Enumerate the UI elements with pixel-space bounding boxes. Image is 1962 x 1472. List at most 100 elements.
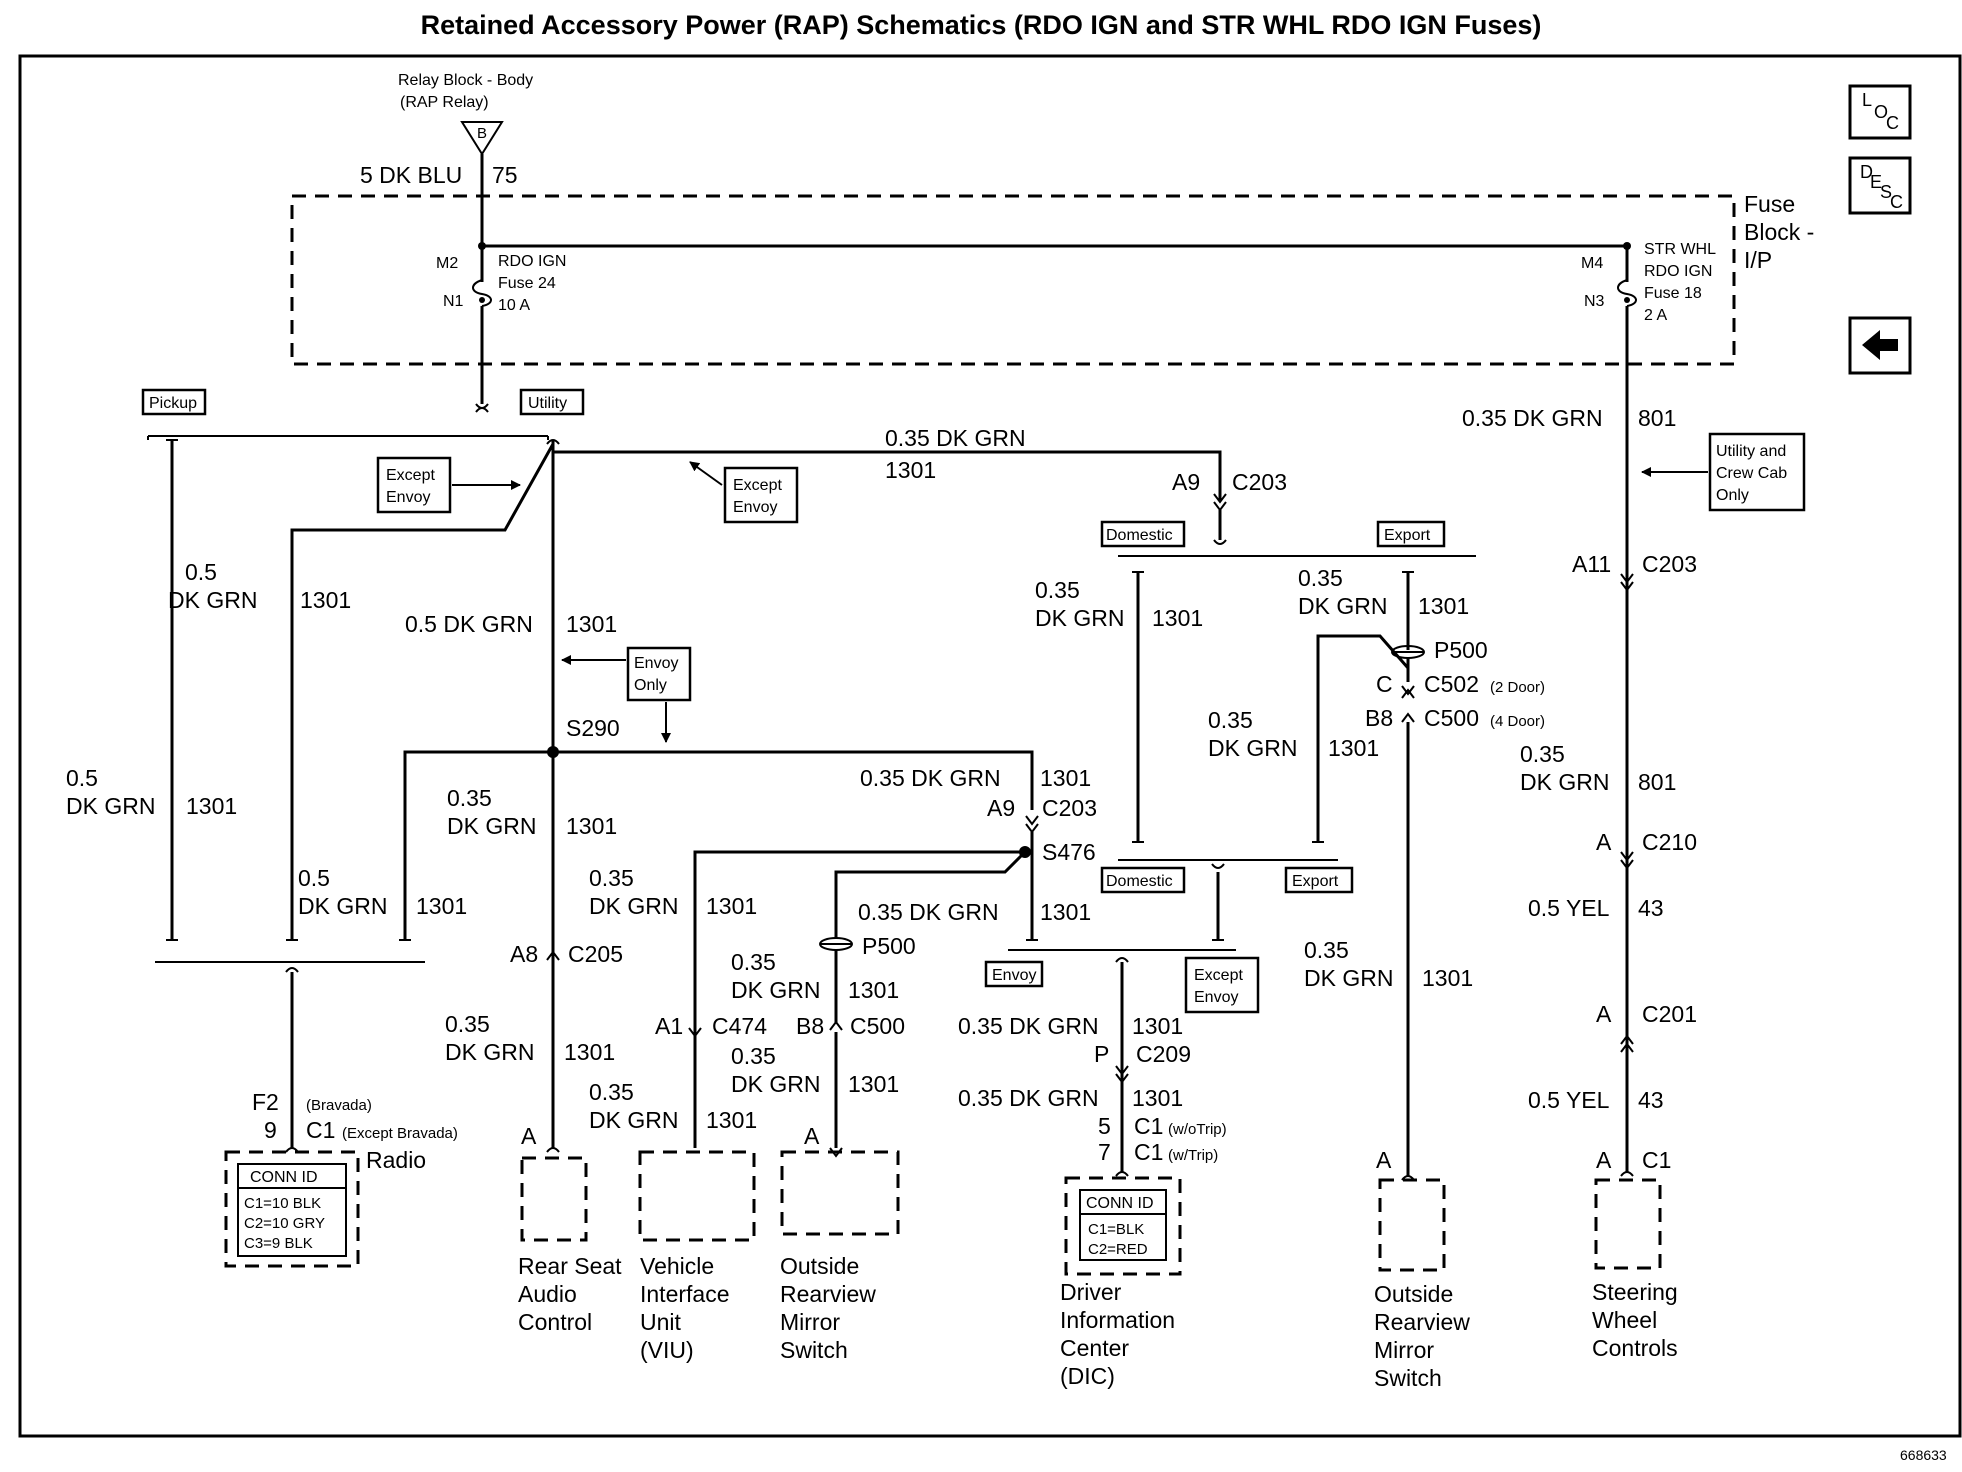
wire-mirror-left xyxy=(834,850,1027,938)
svg-text:C500: C500 xyxy=(850,1013,905,1039)
svg-text:A: A xyxy=(1376,1147,1392,1173)
svg-text:(VIU): (VIU) xyxy=(640,1337,694,1363)
svg-text:CONN ID: CONN ID xyxy=(1086,1195,1154,1212)
component-dic: CONN ID C1=BLK C2=RED Driver Information… xyxy=(1060,1176,1182,1389)
svg-text:Only: Only xyxy=(1716,487,1749,504)
svg-text:0.35: 0.35 xyxy=(447,785,492,811)
svg-text:C: C xyxy=(1886,113,1899,133)
svg-text:RDO IGN: RDO IGN xyxy=(1644,263,1712,280)
svg-text:DK GRN: DK GRN xyxy=(731,1071,820,1097)
svg-text:RDO IGN: RDO IGN xyxy=(498,253,566,270)
component-radio: CONN ID C1=10 BLK C2=10 GRY C3=9 BLK Rad… xyxy=(224,1147,426,1268)
conn-id-box xyxy=(237,1163,347,1257)
svg-text:DK GRN: DK GRN xyxy=(1520,769,1609,795)
option-export-bottom: Export xyxy=(1284,866,1354,894)
svg-text:1301: 1301 xyxy=(566,611,617,637)
svg-text:Fuse 18: Fuse 18 xyxy=(1644,285,1702,302)
svg-text:0.5 YEL: 0.5 YEL xyxy=(1528,1087,1610,1113)
svg-text:Fuse 24: Fuse 24 xyxy=(498,275,556,292)
conn-id-box xyxy=(1079,1189,1167,1261)
svg-text:7: 7 xyxy=(1098,1139,1111,1165)
svg-text:43: 43 xyxy=(1638,895,1664,921)
svg-text:Audio: Audio xyxy=(518,1281,577,1307)
svg-text:Switch: Switch xyxy=(780,1337,848,1363)
svg-text:Only: Only xyxy=(634,677,667,694)
svg-text:Utility and: Utility and xyxy=(1716,443,1786,460)
svg-text:0.35: 0.35 xyxy=(1520,741,1565,767)
svg-text:M2: M2 xyxy=(436,255,458,272)
svg-text:Vehicle: Vehicle xyxy=(640,1253,714,1279)
svg-text:0.35 DK GRN: 0.35 DK GRN xyxy=(1462,405,1603,431)
wire-s290-left xyxy=(403,750,553,940)
svg-text:1301: 1301 xyxy=(885,457,936,483)
svg-text:CONN ID: CONN ID xyxy=(250,1169,318,1186)
svg-text:C203: C203 xyxy=(1232,469,1287,495)
svg-text:C474: C474 xyxy=(712,1013,767,1039)
fuse-18: M4 N3 STR WHL RDO IGN Fuse 18 2 A xyxy=(1581,241,1716,324)
rap-relay-label: (RAP Relay) xyxy=(400,94,489,111)
diagram-border xyxy=(18,54,1962,1438)
svg-text:Information: Information xyxy=(1060,1307,1175,1333)
svg-text:1301: 1301 xyxy=(1328,735,1379,761)
svg-text:S476: S476 xyxy=(1042,839,1096,865)
component-mirror-switch-right: Outside Rearview Mirror Switch xyxy=(1374,1178,1470,1391)
svg-text:Controls: Controls xyxy=(1592,1335,1678,1361)
svg-text:C209: C209 xyxy=(1136,1041,1191,1067)
wire-viu xyxy=(693,850,1025,1148)
svg-text:Export: Export xyxy=(1292,873,1339,890)
option-envoy-only: Envoy Only xyxy=(626,646,692,702)
svg-text:0.35 DK GRN: 0.35 DK GRN xyxy=(860,765,1001,791)
svg-text:C1: C1 xyxy=(1642,1147,1671,1173)
page-title: Retained Accessory Power (RAP) Schematic… xyxy=(421,10,1542,40)
back-arrow-button[interactable] xyxy=(1848,316,1912,375)
svg-text:Steering: Steering xyxy=(1592,1279,1678,1305)
svg-text:DK GRN: DK GRN xyxy=(66,793,155,819)
desc-button[interactable]: D E S C xyxy=(1848,156,1912,215)
loc-button[interactable]: L O C xyxy=(1848,84,1912,140)
svg-text:0.35: 0.35 xyxy=(589,865,634,891)
svg-text:1301: 1301 xyxy=(1132,1013,1183,1039)
svg-text:0.35 DK GRN: 0.35 DK GRN xyxy=(885,425,1026,451)
svg-text:STR WHL: STR WHL xyxy=(1644,241,1716,258)
svg-text:N1: N1 xyxy=(443,293,464,310)
svg-text:0.35: 0.35 xyxy=(445,1011,490,1037)
svg-text:0.35: 0.35 xyxy=(731,1043,776,1069)
svg-text:P: P xyxy=(1094,1041,1109,1067)
svg-text:1301: 1301 xyxy=(300,587,351,613)
left-arrow-icon xyxy=(1862,330,1898,360)
svg-text:(DIC): (DIC) xyxy=(1060,1363,1115,1389)
svg-text:5: 5 xyxy=(1098,1113,1111,1139)
component-mirror-switch-left: Outside Rearview Mirror Switch xyxy=(780,1150,900,1363)
svg-text:0.35: 0.35 xyxy=(1208,707,1253,733)
svg-text:1301: 1301 xyxy=(848,1071,899,1097)
wire-except-envoy-radio xyxy=(290,443,555,940)
svg-text:Except: Except xyxy=(733,477,782,494)
svg-text:Rear Seat: Rear Seat xyxy=(518,1253,622,1279)
svg-text:Control: Control xyxy=(518,1309,592,1335)
source-wire-color: 5 DK BLU xyxy=(360,162,462,188)
svg-text:0.35: 0.35 xyxy=(1298,565,1343,591)
svg-text:C201: C201 xyxy=(1642,1001,1697,1027)
svg-text:A9: A9 xyxy=(1172,469,1200,495)
option-export-top: Export xyxy=(1376,520,1446,548)
component-steering-wheel-controls: Steering Wheel Controls xyxy=(1592,1178,1678,1361)
relay-terminal-icon xyxy=(460,121,504,156)
svg-text:Crew Cab: Crew Cab xyxy=(1716,465,1787,482)
svg-text:B8: B8 xyxy=(796,1013,824,1039)
svg-text:A: A xyxy=(1596,1001,1612,1027)
svg-text:Domestic: Domestic xyxy=(1106,873,1173,890)
svg-text:DK GRN: DK GRN xyxy=(731,977,820,1003)
wire-s290-to-c203 xyxy=(553,750,1034,810)
svg-text:43: 43 xyxy=(1638,1087,1664,1113)
svg-text:C1: C1 xyxy=(306,1117,335,1143)
svg-text:A: A xyxy=(521,1123,537,1149)
fuse-block-label: Fuse xyxy=(1744,191,1795,217)
svg-text:Mirror: Mirror xyxy=(1374,1337,1434,1363)
option-except-envoy-3: Except Envoy xyxy=(1184,956,1260,1014)
svg-text:1301: 1301 xyxy=(186,793,237,819)
svg-text:D: D xyxy=(1860,162,1873,182)
svg-text:M4: M4 xyxy=(1581,255,1603,272)
svg-text:C1: C1 xyxy=(1134,1139,1163,1165)
svg-text:I/P: I/P xyxy=(1744,247,1772,273)
